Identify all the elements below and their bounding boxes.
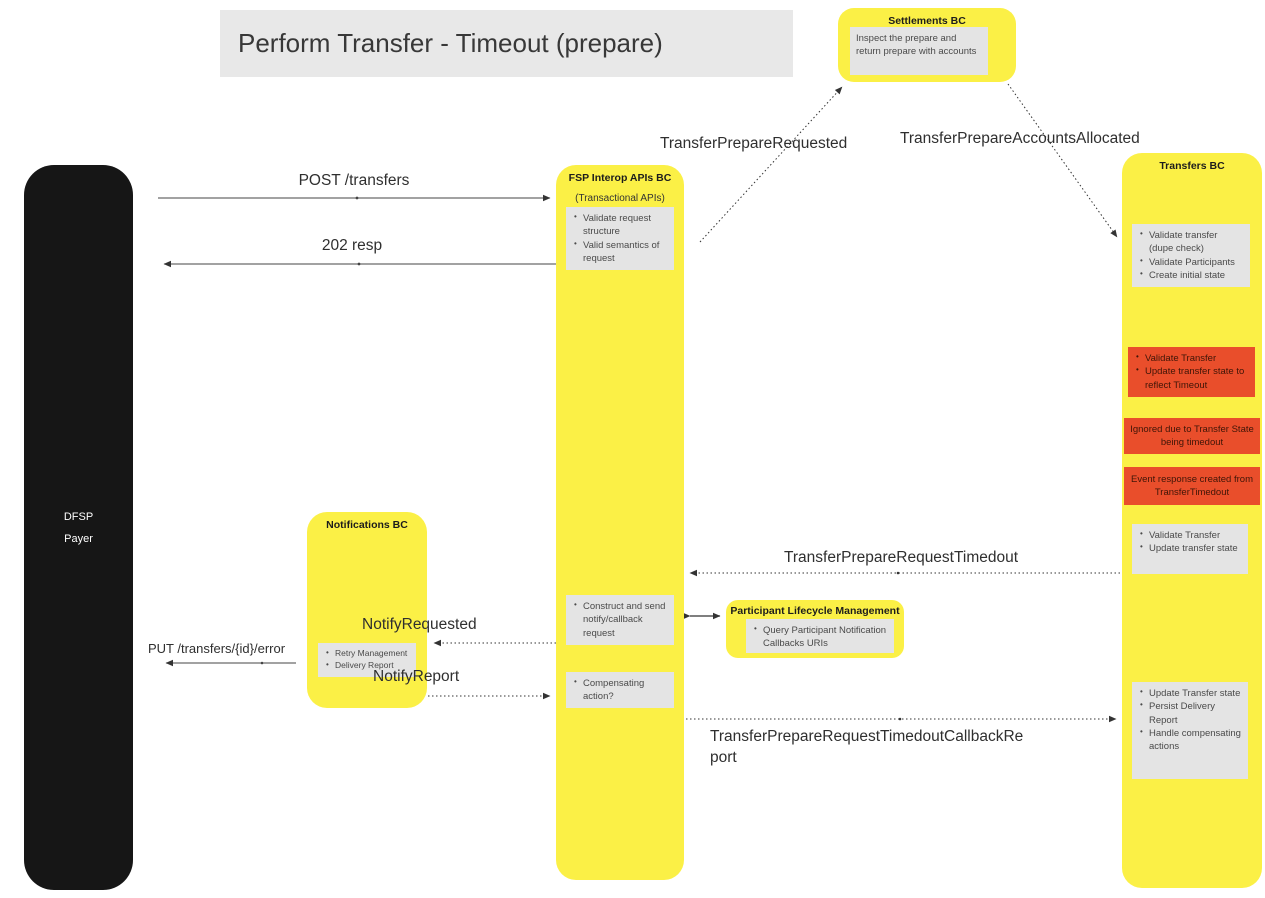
fsp-bc-subtitle: (Transactional APIs) [575, 193, 665, 204]
transfers-final-note: Update Transfer state Persist Delivery R… [1132, 682, 1248, 779]
fsp-compensating-note: Compensating action? [566, 672, 674, 708]
note-item: Compensating action? [572, 676, 668, 704]
transfers-update-note: Validate Transfer Update transfer state [1132, 524, 1248, 574]
transfers-bc-title: Transfers BC [1159, 160, 1225, 172]
note-item: Delivery Report [324, 659, 410, 672]
settlements-bc-title: Settlements BC [888, 15, 966, 27]
arrow-label-notify-requested: NotifyRequested [362, 616, 477, 633]
actor-line2: Payer [64, 532, 93, 545]
plm-note: Query Participant Notification Callbacks… [746, 619, 894, 653]
transfers-bc-box: Transfers BC Validate transfer (dupe che… [1122, 153, 1262, 888]
arrow-label-202-resp: 202 resp [321, 237, 383, 254]
plm-title: Participant Lifecycle Management [730, 605, 900, 617]
note-item: Update transfer state to reflect Timeout [1134, 364, 1249, 392]
actor-dfsp-payer: DFSP Payer [24, 165, 133, 890]
arrow-label-notify-report: NotifyReport [373, 668, 460, 685]
note-item: Validate Transfer [1134, 351, 1249, 365]
page-title: Perform Transfer - Timeout (prepare) [238, 28, 663, 58]
transfers-event-response-note: Event response created from TransferTime… [1124, 467, 1260, 505]
fsp-validate-note: Validate request structure Valid semanti… [566, 207, 674, 270]
settlements-note: Inspect the prepare and return prepare w… [850, 27, 988, 75]
transfers-initial-note: Validate transfer (dupe check) Validate … [1132, 224, 1250, 287]
note-item: Validate request structure [572, 211, 668, 239]
arrow-label-transfer-prepare-request-timedout: TransferPrepareRequestTimedout [783, 549, 1019, 566]
note-item: Handle compensating actions [1138, 726, 1242, 754]
note-item: Query Participant Notification Callbacks… [752, 623, 888, 651]
actor-line1: DFSP [63, 510, 94, 523]
notifications-bc-title: Notifications BC [326, 519, 408, 531]
note-item: Update Transfer state [1138, 686, 1242, 700]
note-item: Valid semantics of request [572, 238, 668, 266]
note-item: Retry Management [324, 647, 410, 660]
note-item: Validate transfer (dupe check) [1138, 228, 1244, 256]
note-item: Create initial state [1138, 268, 1244, 282]
transfers-ignored-note: Ignored due to Transfer State being time… [1124, 418, 1260, 454]
fsp-construct-note: Construct and send notify/callback reque… [566, 595, 674, 645]
participant-lifecycle-management-box: Participant Lifecycle Management Query P… [726, 600, 904, 658]
fsp-bc-title: FSP Interop APIs BC [568, 172, 672, 184]
settlements-bc-box: Settlements BC Inspect the prepare and r… [838, 8, 1016, 82]
transfers-timeout-note: Validate Transfer Update transfer state … [1128, 347, 1255, 397]
diagram-title-banner: Perform Transfer - Timeout (prepare) [220, 10, 793, 77]
note-item: Validate Transfer [1138, 528, 1242, 542]
arrow-label-timedout-callback-report: TransferPrepareRequestTimedoutCallbackRe… [710, 728, 1024, 766]
arrow-label-transfer-prepare-accounts-allocated: TransferPrepareAccountsAllocated [900, 130, 1140, 147]
fsp-interop-apis-bc-box: FSP Interop APIs BC (Transactional APIs)… [556, 165, 684, 880]
note-item: Validate Participants [1138, 255, 1244, 269]
arrow-label-put-transfers-error: PUT /transfers/{id}/error [148, 641, 286, 656]
note-item: Update transfer state [1138, 541, 1242, 555]
note-item: Construct and send notify/callback reque… [572, 599, 668, 640]
notifications-note: Retry Management Delivery Report [318, 643, 416, 677]
note-item: Persist Delivery Report [1138, 699, 1242, 727]
notifications-bc-box: Notifications BC Retry Management Delive… [307, 512, 427, 708]
arrow-label-transfer-prepare-requested: TransferPrepareRequested [660, 135, 848, 152]
arrow-label-post-transfers: POST /transfers [298, 172, 410, 189]
